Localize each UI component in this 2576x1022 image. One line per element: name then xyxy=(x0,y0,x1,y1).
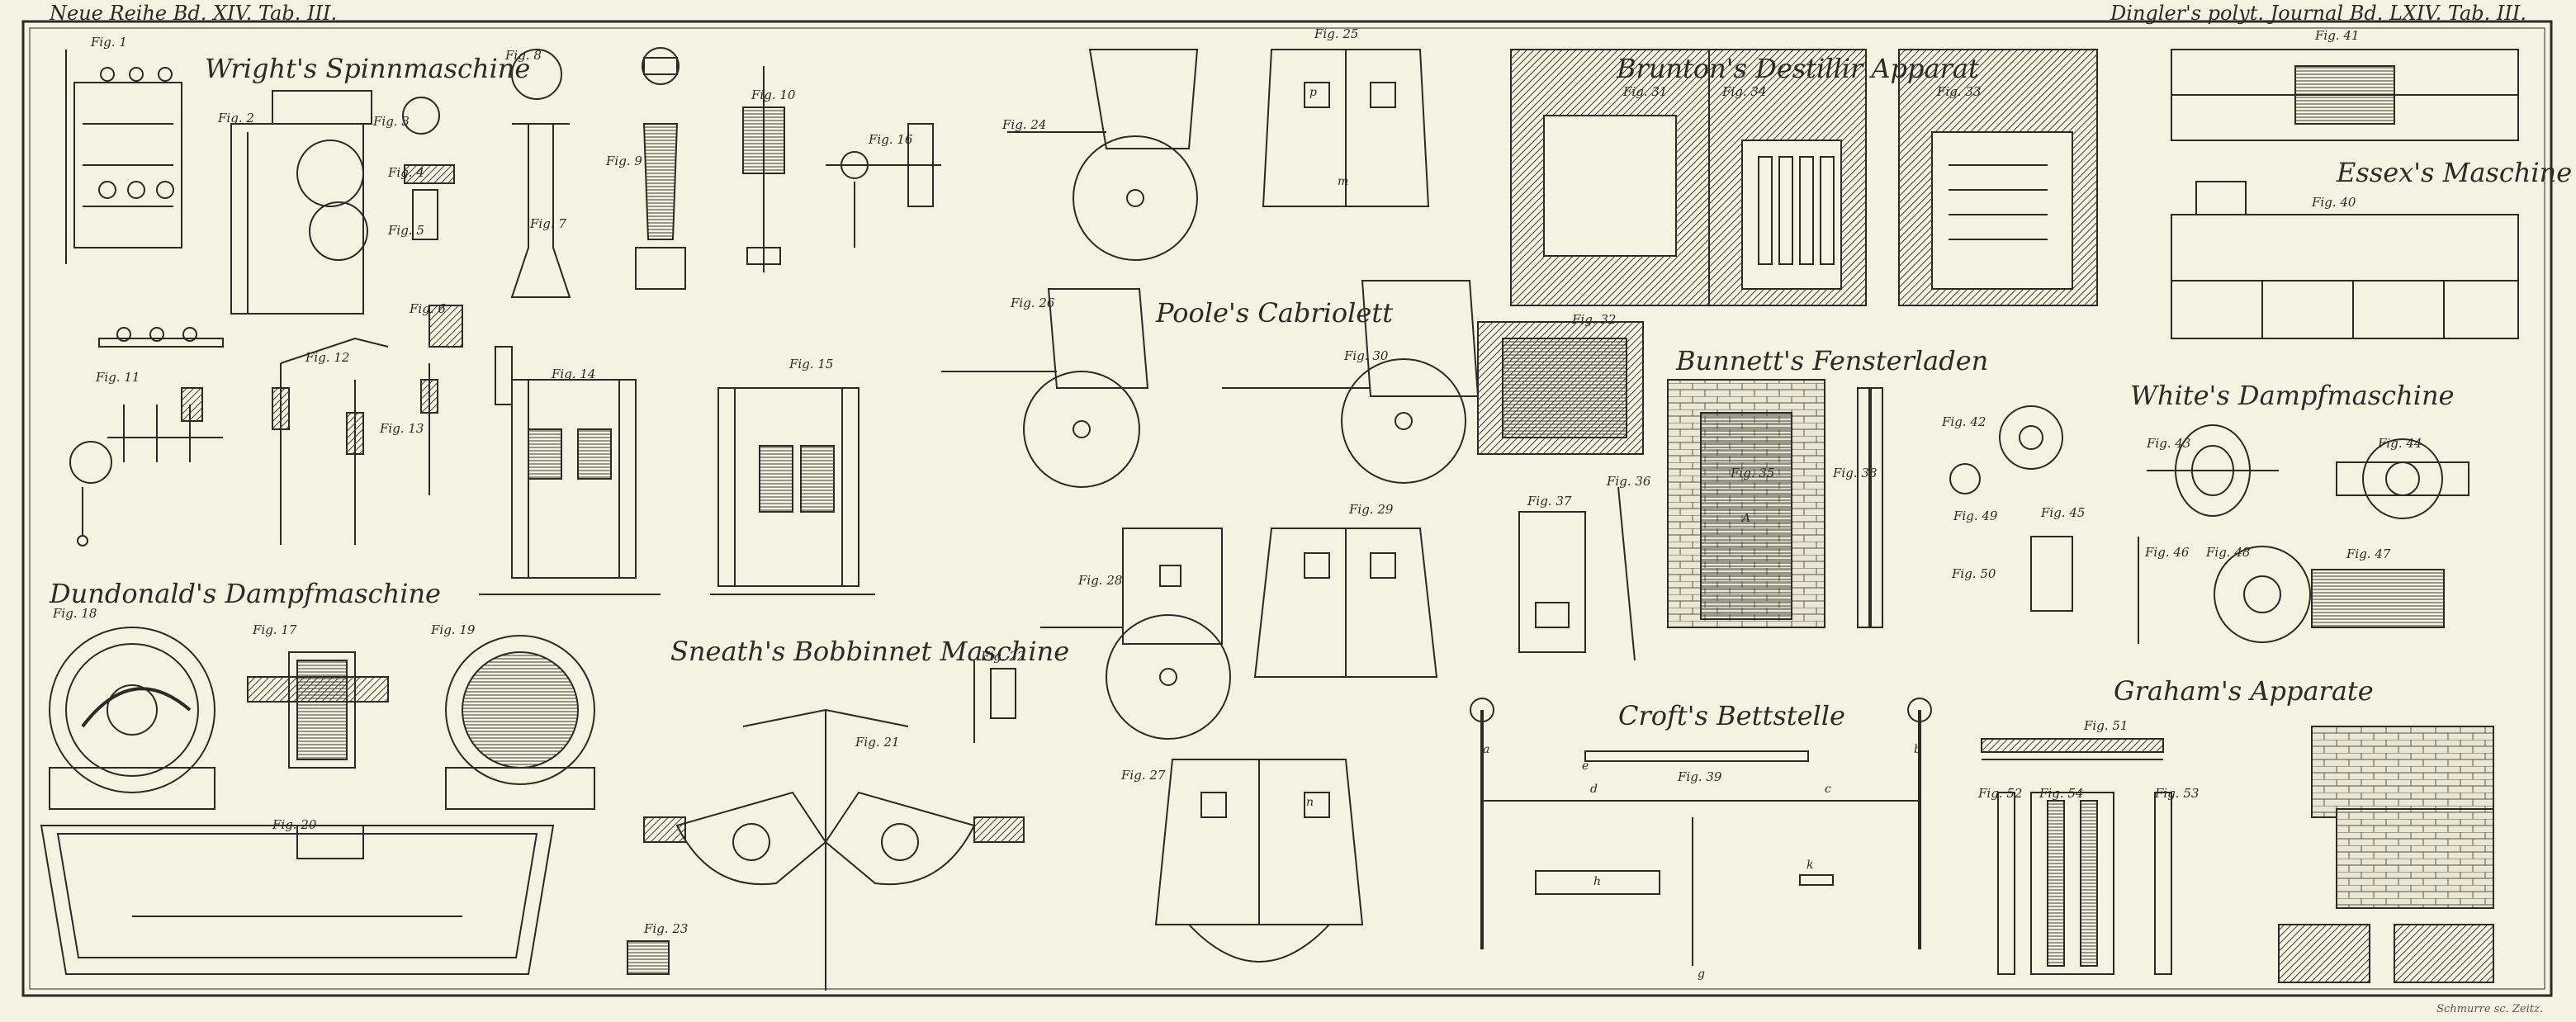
bunnett-window-shutters xyxy=(1518,379,1883,661)
letter-A: A xyxy=(1742,512,1751,525)
caption-sneath: Sneath's Bobbinnet Maschine xyxy=(670,636,1070,667)
fig-label: Fig. 48 xyxy=(2206,545,2251,560)
fig-label: Fig. 32 xyxy=(1572,312,1617,327)
fig-label: Fig. 1 xyxy=(91,35,127,50)
fig-label: Fig. 47 xyxy=(2346,546,2391,561)
fig-label: Fig. 43 xyxy=(2147,436,2191,451)
frame-machines xyxy=(479,379,875,595)
caption-essex: Essex's Maschine xyxy=(2337,157,2573,188)
fig-label: Fig. 37 xyxy=(1527,494,1572,509)
fig-label: Fig. 10 xyxy=(751,88,796,102)
letter-n: n xyxy=(1306,796,1314,809)
fig-label: Fig. 2 xyxy=(218,111,254,125)
fig-label: Fig. 17 xyxy=(253,622,297,637)
fig-label: Fig. 38 xyxy=(1833,466,1878,480)
poole-carriages xyxy=(941,49,1480,963)
engraver-signature: Schmurre sc. Zeitz. xyxy=(2436,1003,2543,1015)
fig-label: Fig. 27 xyxy=(1121,768,1166,783)
fig-label: Fig. 5 xyxy=(388,223,424,238)
fig-label: Fig. 30 xyxy=(1344,348,1389,363)
croft-bedstead xyxy=(1470,698,1932,966)
fig-label: Fig. 44 xyxy=(2378,436,2422,451)
white-steam-engine xyxy=(1949,405,2469,644)
letter-b: b xyxy=(1914,743,1921,756)
fig-label: Fig. 16 xyxy=(869,132,913,147)
letter-d: d xyxy=(1590,783,1598,796)
spindle-drawings xyxy=(510,47,941,298)
caption-poole: Poole's Cabriolett xyxy=(1156,297,1394,329)
fig-label: Fig. 33 xyxy=(1937,84,1982,99)
letter-e: e xyxy=(1582,759,1589,773)
dundonald-steam-engine xyxy=(40,627,595,975)
fig-label: Fig. 25 xyxy=(1314,26,1359,41)
fig-label: Fig. 39 xyxy=(1678,769,1722,784)
caption-white: White's Dampfmaschine xyxy=(2130,380,2455,411)
fig-label: Fig. 20 xyxy=(272,817,317,832)
fig-label: Fig. 13 xyxy=(380,421,424,436)
fig-label: Fig. 36 xyxy=(1607,474,1651,489)
fig-label: Fig. 49 xyxy=(1953,509,1998,523)
fig-label: Fig. 26 xyxy=(1011,296,1055,310)
plate-border xyxy=(21,20,2553,997)
fig-label: Fig. 11 xyxy=(96,370,140,385)
fig-label: Fig. 14 xyxy=(552,367,596,381)
fig-label: Fig. 12 xyxy=(305,350,350,365)
fig-label: Fig. 41 xyxy=(2315,28,2360,43)
caption-dundonald: Dundonald's Dampfmaschine xyxy=(50,578,441,609)
bobbin-mechanisms xyxy=(69,337,513,546)
fig-label: Fig. 23 xyxy=(644,921,689,936)
fig-label: Fig. 31 xyxy=(1623,84,1668,99)
letter-g: g xyxy=(1698,968,1705,981)
fig-label: Fig. 50 xyxy=(1952,566,1996,581)
caption-graham: Graham's Apparate xyxy=(2114,675,2374,707)
brunton-distilling-apparatus xyxy=(1477,49,2098,455)
letter-c: c xyxy=(1825,783,1831,796)
letter-k: k xyxy=(1807,859,1814,872)
fig-label: Fig. 24 xyxy=(1002,117,1047,132)
caption-bunnett: Bunnett's Fensterladen xyxy=(1676,345,1989,376)
fig-label: Fig. 35 xyxy=(1731,466,1775,480)
fig-label: Fig. 3 xyxy=(373,114,410,129)
fig-label: Fig. 18 xyxy=(53,606,97,621)
letter-p: p xyxy=(1309,86,1317,99)
caption-croft: Croft's Bettstelle xyxy=(1618,700,1845,731)
fig-label: Fig. 29 xyxy=(1349,502,1394,517)
graham-apparatus xyxy=(1981,726,2494,983)
letter-a: a xyxy=(1483,743,1490,756)
fig-label: Fig. 42 xyxy=(1942,414,1986,429)
sneath-bobbinnet-machine xyxy=(627,660,1025,991)
fig-label: Fig. 15 xyxy=(789,357,834,371)
fig-label: Fig. 54 xyxy=(2039,786,2084,801)
fig-label: Fig. 7 xyxy=(530,216,566,231)
fig-label: Fig. 46 xyxy=(2145,545,2190,560)
fig-label: Fig. 8 xyxy=(505,48,542,63)
fig-label: Fig. 19 xyxy=(431,622,476,637)
fig-label: Fig. 21 xyxy=(855,735,900,750)
fig-label: Fig. 22 xyxy=(981,649,1025,664)
letter-h: h xyxy=(1593,875,1602,888)
fig-label: Fig. 53 xyxy=(2155,786,2200,801)
fig-label: Fig. 40 xyxy=(2312,195,2356,210)
fig-label: Fig. 6 xyxy=(410,301,446,316)
fig-label: Fig. 51 xyxy=(2084,718,2129,733)
fig-label: Fig. 34 xyxy=(1722,84,1767,99)
fig-label: Fig. 9 xyxy=(606,154,642,168)
essex-machine xyxy=(2171,49,2519,339)
letter-m: m xyxy=(1338,175,1349,188)
fig-label: Fig. 4 xyxy=(388,165,424,180)
caption-wright: Wright's Spinnmaschine xyxy=(205,53,531,84)
fig-label: Fig. 52 xyxy=(1978,786,2023,801)
wright-spinning-machine xyxy=(65,50,463,348)
fig-label: Fig. 28 xyxy=(1078,573,1123,588)
fig-label: Fig. 45 xyxy=(2041,505,2086,520)
caption-brunton: Brunton's Destillir Apparat xyxy=(1617,53,1979,84)
